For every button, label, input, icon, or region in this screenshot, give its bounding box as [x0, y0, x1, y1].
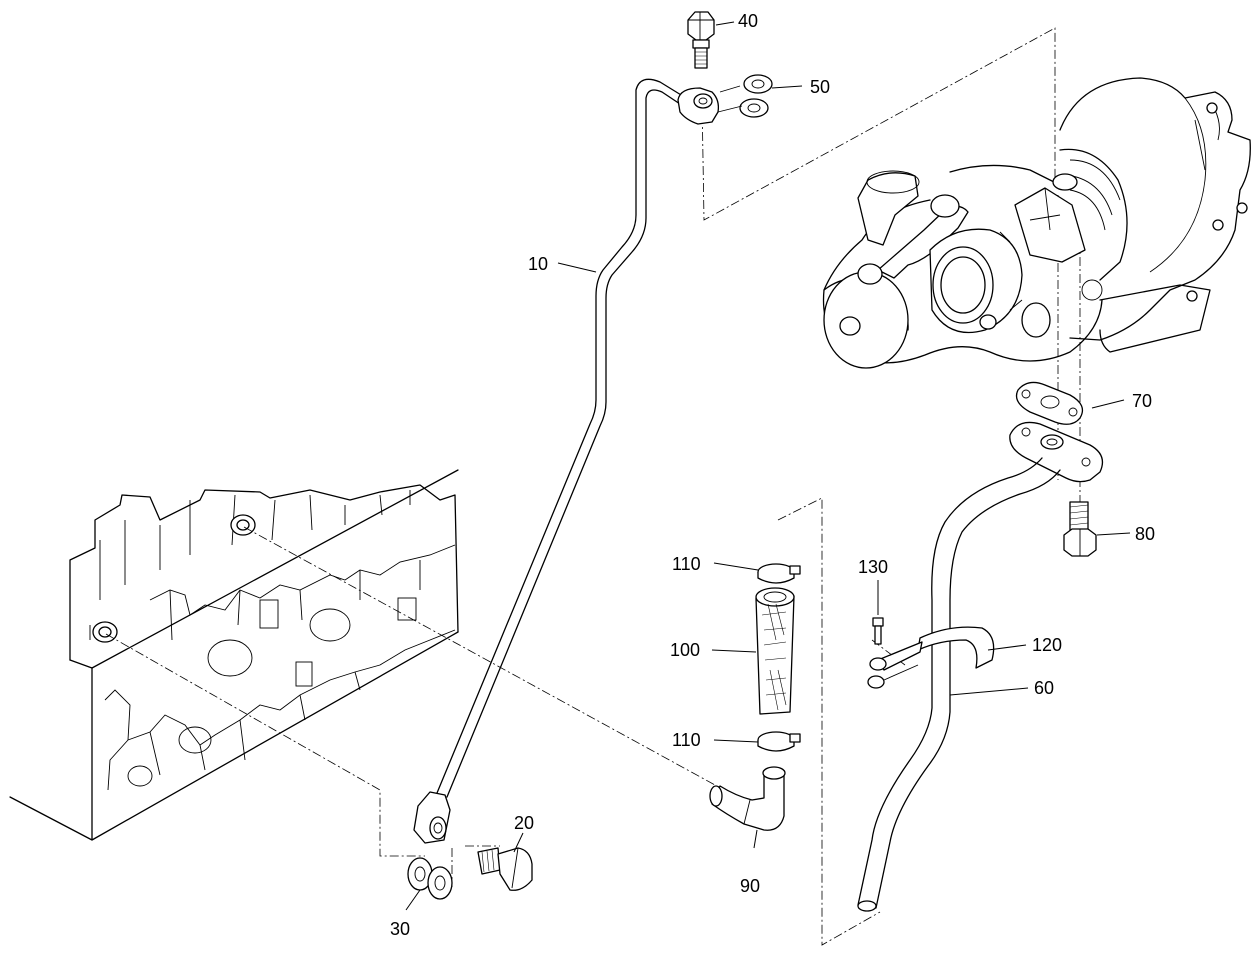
- callout-70: 70: [1132, 391, 1152, 411]
- oil-return-pipe-part-60: [857, 421, 1104, 912]
- callout-10: 10: [528, 254, 548, 274]
- callout-100: 100: [670, 640, 700, 660]
- leader-lines: [405, 21, 1131, 911]
- callout-90: 90: [740, 876, 760, 896]
- turbocharger: [822, 77, 1251, 369]
- callout-110-upper: 110: [672, 554, 701, 574]
- callout-40: 40: [738, 11, 758, 31]
- callout-120: 120: [1032, 635, 1062, 655]
- sealing-washers-part-30: [407, 857, 453, 900]
- hose-part-100: [755, 587, 795, 715]
- callout-50: 50: [810, 77, 830, 97]
- callout-130: 130: [858, 557, 888, 577]
- callout-60: 60: [1034, 678, 1054, 698]
- bolt-part-80: [1063, 501, 1097, 557]
- callout-30: 30: [390, 919, 410, 939]
- callout-110-lower: 110: [672, 730, 701, 750]
- callout-labels: 10 40 50 70 80 110 100 110 90 130 120 60…: [390, 11, 1155, 939]
- banjo-bolt-part-20: [477, 847, 533, 891]
- sealing-washers-part-50: [717, 74, 773, 118]
- engine-block: [9, 469, 459, 841]
- gasket-part-70: [1015, 381, 1084, 425]
- callout-20: 20: [514, 813, 534, 833]
- elbow-hose-part-90: [709, 766, 786, 831]
- pipe-clip-part-120: [867, 626, 995, 689]
- oil-feed-pipe-part-10: [413, 78, 720, 844]
- hose-clamp-part-110-lower: [757, 731, 801, 752]
- banjo-bolt-part-40: [687, 11, 715, 69]
- callout-80: 80: [1135, 524, 1155, 544]
- screw-part-130: [872, 617, 884, 645]
- assembly-guide-lines: [105, 27, 1081, 946]
- hose-clamp-part-110-upper: [757, 563, 801, 584]
